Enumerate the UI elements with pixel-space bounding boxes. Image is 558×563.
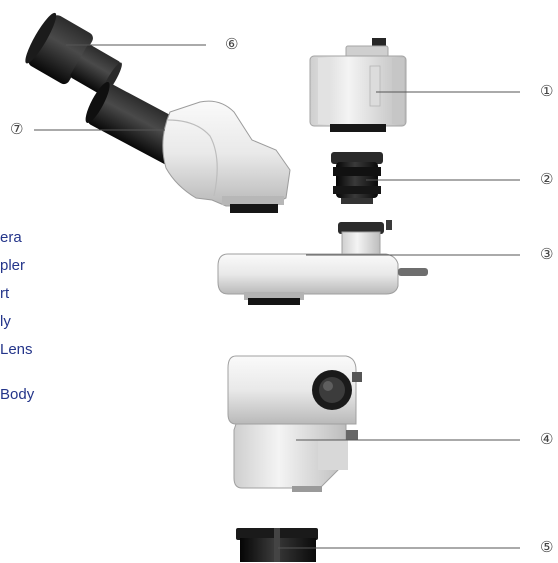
legend-item-6: Body [0, 386, 34, 403]
binocular-head-part [82, 79, 290, 213]
legend-item-3: rt [0, 285, 9, 302]
legend-item-4: ly [0, 313, 11, 330]
callout-1: ① [540, 84, 553, 99]
camera-adapter-part [310, 38, 406, 132]
trinocular-port-part [218, 220, 428, 305]
legend-item-5: Lens [0, 341, 33, 358]
callout-7: ⑦ [10, 122, 23, 137]
zoom-body-part [228, 356, 362, 492]
callout-6: ⑥ [225, 37, 238, 52]
callout-5: ⑤ [540, 540, 553, 555]
callout-2: ② [540, 172, 553, 187]
callout-3: ③ [540, 247, 553, 262]
c-mount-coupler-part [331, 152, 383, 204]
legend-item-1: era [0, 229, 22, 246]
legend-item-2: pler [0, 257, 25, 274]
callout-4: ④ [540, 432, 553, 447]
objective-lens-part [236, 528, 318, 562]
